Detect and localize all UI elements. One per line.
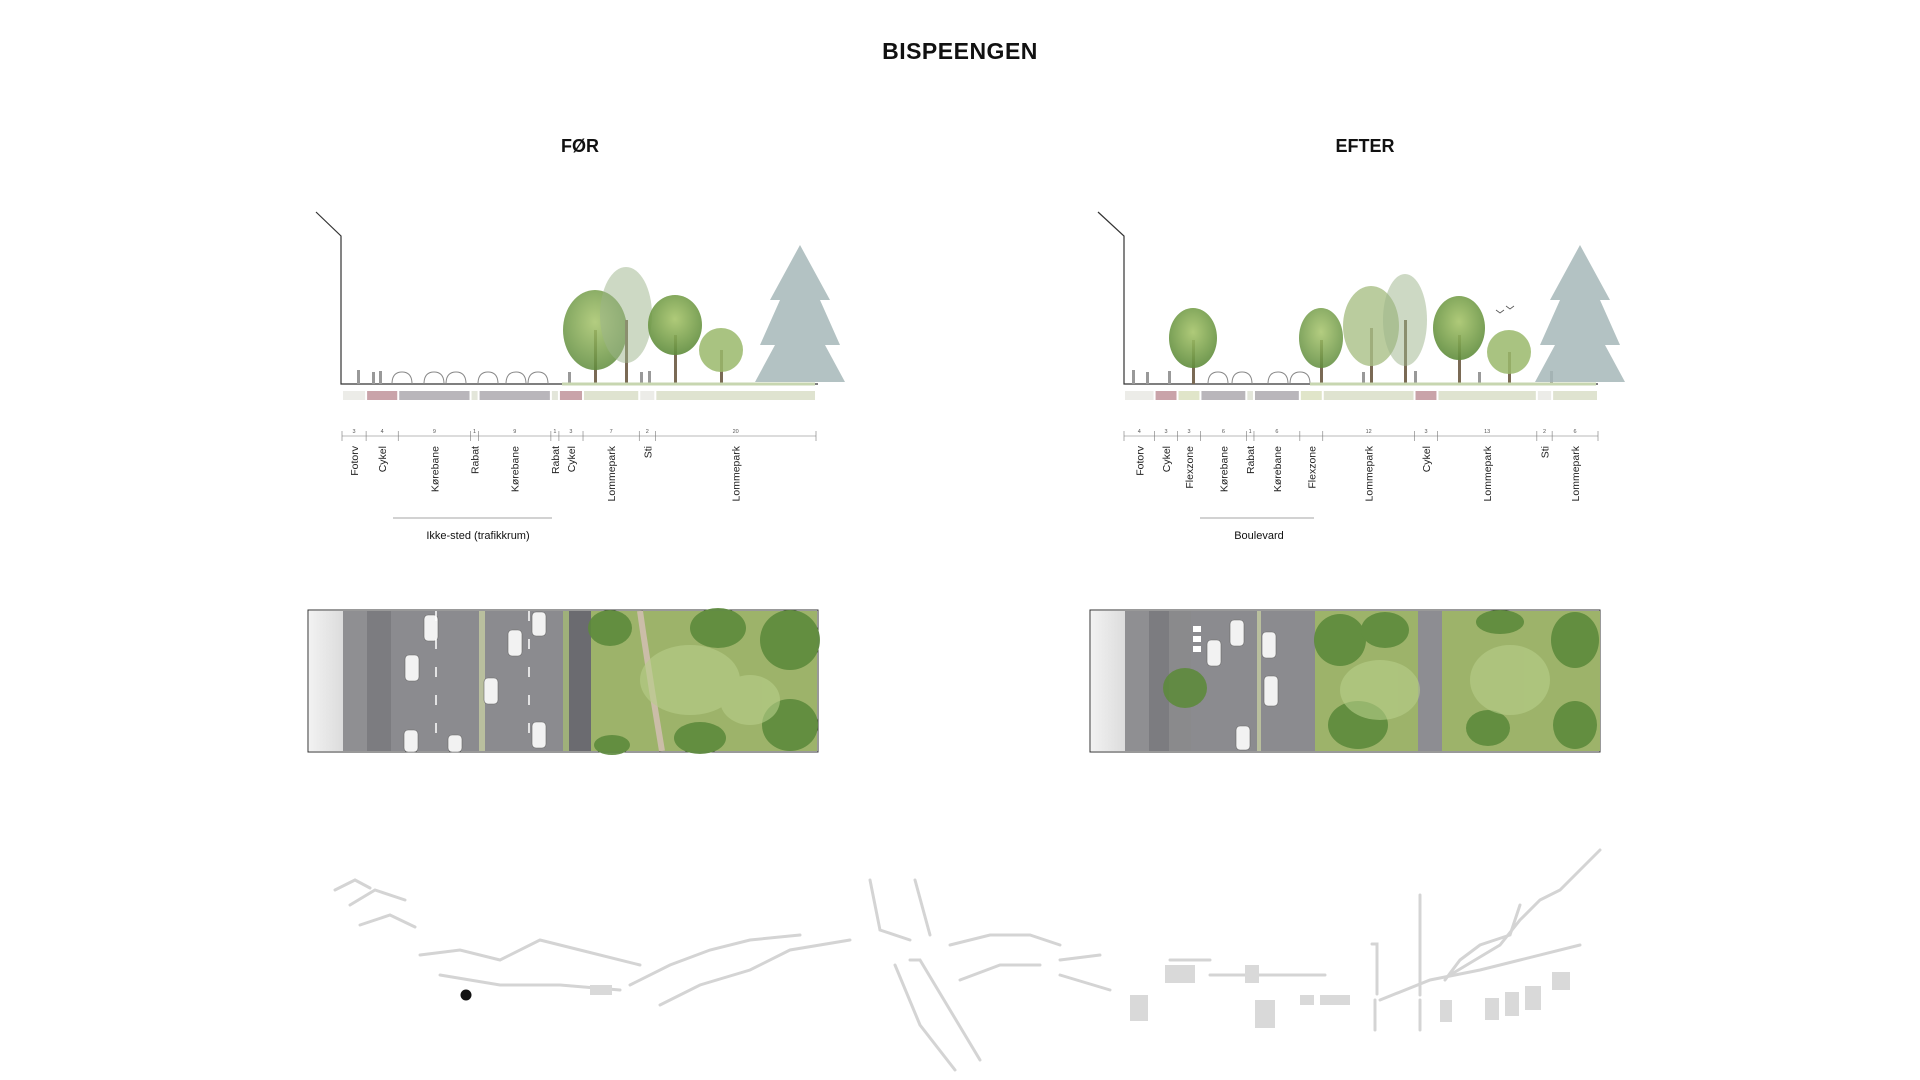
before-segment-label-0: Fotorv bbox=[349, 445, 361, 476]
after-segment-label-1: Cykel bbox=[1161, 446, 1173, 472]
before-zone-0 bbox=[343, 391, 366, 400]
before-dimension-2: 9 bbox=[433, 429, 436, 435]
after-zone-7 bbox=[1323, 391, 1414, 400]
before-segment-label-5: Rabat bbox=[550, 446, 562, 474]
location-marker bbox=[460, 989, 472, 1001]
after-zone-8 bbox=[1415, 391, 1437, 400]
after-zone-11 bbox=[1553, 391, 1597, 400]
after-segment-label-9: Lommepark bbox=[1482, 445, 1494, 501]
before-dimension-9: 20 bbox=[733, 429, 739, 435]
after-zone-3 bbox=[1201, 391, 1246, 400]
after-plan-view bbox=[1089, 609, 1601, 753]
after-zone-0 bbox=[1125, 391, 1154, 400]
after-zone-5 bbox=[1254, 391, 1299, 400]
before-section-elevation bbox=[315, 211, 845, 386]
before-segment-label-2: Kørebane bbox=[429, 446, 441, 492]
after-segment-label-0: Fotorv bbox=[1134, 445, 1146, 476]
before-segment-label-3: Rabat bbox=[470, 446, 482, 474]
after-dimension-8: 3 bbox=[1424, 429, 1427, 435]
before-zone-3 bbox=[471, 391, 478, 400]
after-zone-1 bbox=[1155, 391, 1177, 400]
after-dimension-5: 6 bbox=[1275, 429, 1278, 435]
before-group-label: Ikke-sted (trafikkrum) bbox=[426, 530, 529, 542]
before-dimension-5: 1 bbox=[553, 429, 556, 435]
before-segment-label-6: Cykel bbox=[566, 446, 578, 472]
before-dimension-3: 1 bbox=[473, 429, 476, 435]
after-group-label: Boulevard bbox=[1234, 530, 1284, 542]
before-dimension-1: 4 bbox=[381, 429, 384, 435]
key-map bbox=[333, 848, 1602, 1072]
after-dimension-2: 3 bbox=[1187, 429, 1190, 435]
after-zone-10 bbox=[1537, 391, 1552, 400]
after-segment-labels: Fotorv Cykel Flexzone Kørebane Rabat Kørebane… bbox=[1134, 445, 1582, 501]
after-segment-label-4: Rabat bbox=[1245, 446, 1257, 474]
after-zone-bar bbox=[1125, 391, 1597, 400]
before-dimension-6: 3 bbox=[569, 429, 572, 435]
after-dimension-11: 6 bbox=[1574, 429, 1577, 435]
before-segment-label-9: Lommepark bbox=[731, 445, 743, 501]
before-zone-4 bbox=[479, 391, 550, 400]
before-segment-label-1: Cykel bbox=[377, 446, 389, 472]
after-dimension-7: 12 bbox=[1366, 429, 1372, 435]
before-zone-1 bbox=[367, 391, 398, 400]
before-zone-5 bbox=[551, 391, 558, 400]
before-heading: FØR bbox=[561, 136, 599, 156]
before-plan-view bbox=[307, 608, 820, 755]
after-segment-label-8: Cykel bbox=[1421, 446, 1433, 472]
key-map-buildings bbox=[590, 965, 1570, 1028]
before-segment-labels: Fotorv Cykel Kørebane Rabat Kørebane Rabat Cyk… bbox=[349, 445, 743, 501]
after-segment-label-11: Lommepark bbox=[1570, 445, 1582, 501]
after-segment-label-3: Kørebane bbox=[1218, 446, 1230, 492]
after-zone-4 bbox=[1247, 391, 1253, 400]
after-dimension-0: 4 bbox=[1138, 429, 1141, 435]
after-dimension-4: 1 bbox=[1249, 429, 1252, 435]
after-zone-9 bbox=[1438, 391, 1536, 400]
before-zone-6 bbox=[559, 391, 583, 400]
tree-icon bbox=[1169, 245, 1625, 384]
before-dimension-4: 9 bbox=[513, 429, 516, 435]
after-dimension-3: 6 bbox=[1222, 429, 1225, 435]
after-dimension-9: 13 bbox=[1484, 429, 1490, 435]
before-dimension-7: 7 bbox=[610, 429, 613, 435]
tree-icon bbox=[563, 245, 845, 384]
page-title: BISPEENGEN bbox=[882, 38, 1038, 64]
after-segment-label-2: Flexzone bbox=[1184, 446, 1196, 489]
before-dimension-0: 3 bbox=[353, 429, 356, 435]
after-dimension-10: 2 bbox=[1543, 429, 1546, 435]
before-zone-8 bbox=[640, 391, 655, 400]
before-zone-2 bbox=[399, 391, 470, 400]
after-segment-label-7: Lommepark bbox=[1364, 445, 1376, 501]
before-segment-label-8: Sti bbox=[642, 446, 654, 458]
after-segment-label-10: Sti bbox=[1539, 446, 1551, 458]
after-segment-label-6: Flexzone bbox=[1306, 446, 1318, 489]
before-segment-label-4: Kørebane bbox=[510, 446, 522, 492]
before-zone-bar bbox=[343, 391, 815, 400]
after-section-elevation bbox=[1097, 211, 1625, 386]
before-zone-9 bbox=[656, 391, 815, 400]
after-zone-6 bbox=[1300, 391, 1322, 400]
after-zone-2 bbox=[1178, 391, 1200, 400]
after-heading: EFTER bbox=[1335, 136, 1395, 156]
after-dimension-line: 4 3 3 6 1 6 12 3 13 2 6 bbox=[1123, 429, 1599, 441]
after-segment-label-5: Kørebane bbox=[1272, 446, 1284, 492]
before-zone-7 bbox=[584, 391, 639, 400]
before-dimension-8: 2 bbox=[646, 429, 649, 435]
before-dimension-line: 3 4 9 1 9 1 3 7 2 20 bbox=[341, 429, 817, 441]
after-dimension-1: 3 bbox=[1165, 429, 1168, 435]
before-segment-label-7: Lommepark bbox=[606, 445, 618, 501]
